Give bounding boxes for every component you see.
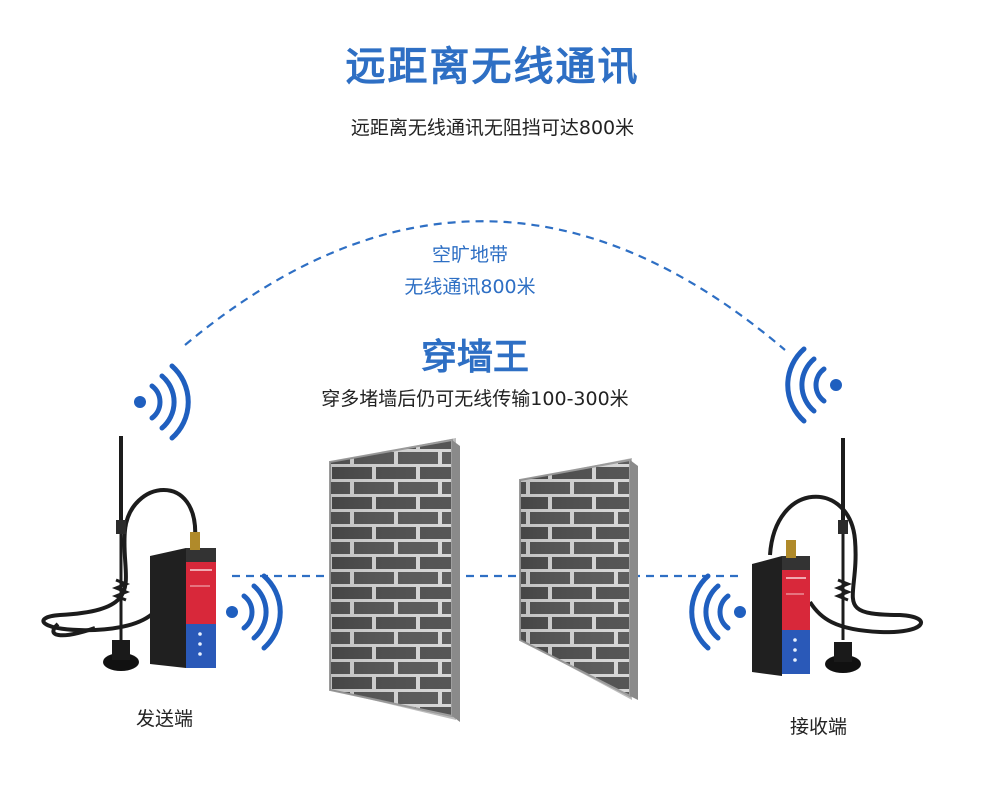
open-area-link-arc (184, 220, 786, 351)
router-device-icon (150, 532, 216, 668)
wifi-signal-icon (134, 363, 191, 441)
sender-label: 发送端 (136, 708, 194, 730)
receiver-device (752, 438, 924, 676)
page-title: 远距离无线通讯 (345, 44, 640, 90)
wifi-signal-icon (689, 573, 746, 651)
antenna-icon (825, 438, 861, 673)
open-area-label: 空旷地带 (431, 244, 508, 266)
sender-device (41, 436, 216, 671)
wall-mode-title: 穿墙王 (420, 337, 529, 378)
wall-mode-subtitle: 穿多堵墙后仍可无线传输100-300米 (321, 388, 629, 410)
page-subtitle: 远距离无线通讯无阻挡可达800米 (350, 117, 635, 139)
receiver-label: 接收端 (790, 716, 848, 738)
wifi-signal-icon (785, 346, 842, 424)
antenna-icon (103, 436, 139, 671)
brick-wall-icon (329, 438, 460, 722)
router-device-icon (752, 540, 810, 676)
open-area-range-label: 无线通讯800米 (404, 276, 536, 298)
brick-wall-icon (519, 458, 638, 700)
wifi-signal-icon (226, 573, 283, 651)
